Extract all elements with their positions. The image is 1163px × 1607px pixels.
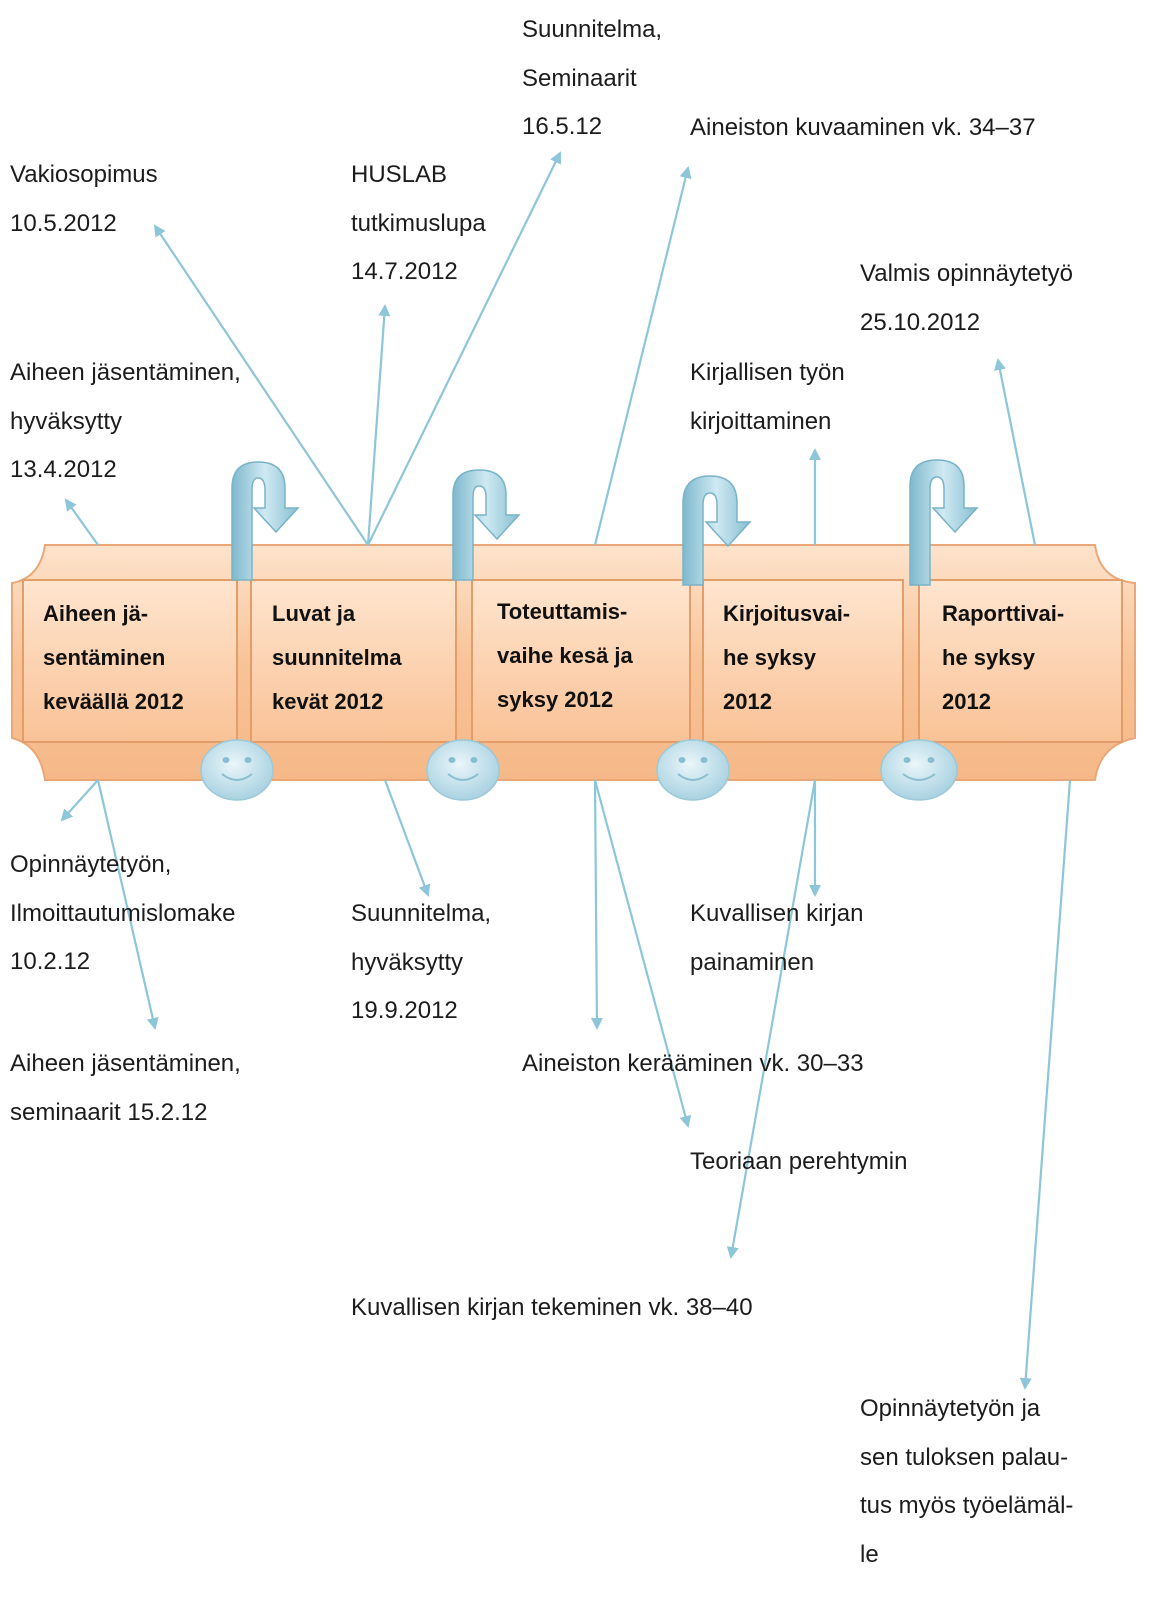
connector-arrow-2	[452, 469, 521, 581]
label-topic-seminars: Aiheen jäsentäminen, seminaarit 15.2.12	[10, 1050, 241, 1126]
label-book-printing: Kuvallisen kirjan painaminen	[690, 900, 864, 976]
stage-label-4: Kirjoitusvai- he syksy 2012	[723, 601, 851, 714]
arrow-registration-form	[60, 779, 99, 822]
arrow-topic-approved	[64, 498, 99, 546]
arrow-theory	[593, 779, 692, 1128]
arrow-huslab-permit	[366, 304, 391, 546]
arrow-return	[1019, 779, 1072, 1390]
smiley-icon	[656, 739, 730, 801]
label-plan-approved: Suunnitelma, hyväksytty 19.9.2012	[351, 900, 492, 1024]
stage-label-2: Luvat ja suunnitelma kevät 2012	[272, 601, 402, 714]
label-theory: Teoriaan perehtymin	[690, 1148, 908, 1175]
arrow-book-making	[726, 779, 817, 1259]
stage-label-3: Toteuttamis- vaihe kesä ja syksy 2012	[497, 599, 633, 712]
label-written-work: Kirjallisen työn kirjoittaminen	[690, 359, 845, 435]
arrow-topic-seminars	[96, 779, 159, 1030]
arrow-seminar-plan	[367, 151, 561, 546]
stage-box-1	[22, 579, 238, 743]
connector-arrow-4	[909, 459, 979, 586]
smiley-icon	[200, 739, 274, 801]
label-return: Opinnäytetyön ja sen tuloksen palau- tus…	[860, 1395, 1074, 1568]
label-standard-agreement: Vakiosopimus 10.5.2012	[10, 161, 158, 237]
label-data-description: Aineiston kuvaaminen vk. 34–37	[690, 114, 1036, 141]
stage-box-3	[471, 579, 691, 743]
connector-arrow-3	[682, 475, 752, 586]
smiley-icon	[426, 739, 500, 801]
label-topic-approved: Aiheen jäsentäminen, hyväksytty 13.4.201…	[10, 359, 241, 483]
arrow-thesis-ready	[994, 358, 1037, 546]
label-huslab-permit: HUSLAB tutkimuslupa 14.7.2012	[351, 161, 486, 285]
label-data-collection: Aineiston kerääminen vk. 30–33	[522, 1050, 864, 1077]
connector-arrow-1	[231, 461, 300, 581]
stage-box-2	[250, 579, 457, 743]
label-thesis-ready: Valmis opinnäytetyö 25.10.2012	[860, 260, 1073, 336]
label-book-making: Kuvallisen kirjan tekeminen vk. 38–40	[351, 1294, 753, 1321]
label-registration-form: Opinnäytetyön, Ilmoittautumislomake 10.2…	[10, 851, 236, 975]
stage-label-5: Raporttivai- he syksy 2012	[942, 601, 1065, 714]
arrow-plan-approved	[383, 779, 431, 897]
smiley-icon	[880, 739, 958, 801]
arrow-data-collection	[590, 779, 603, 1030]
stage-label-1: Aiheen jä- sentäminen keväällä 2012	[43, 601, 184, 714]
label-seminar-plan: Suunnitelma, Seminaarit 16.5.12	[522, 16, 663, 140]
arrow-data-description	[593, 166, 692, 546]
stage-box-4	[702, 579, 904, 743]
stage-box-5	[918, 579, 1123, 743]
arrow-standard-agreement	[153, 224, 369, 546]
